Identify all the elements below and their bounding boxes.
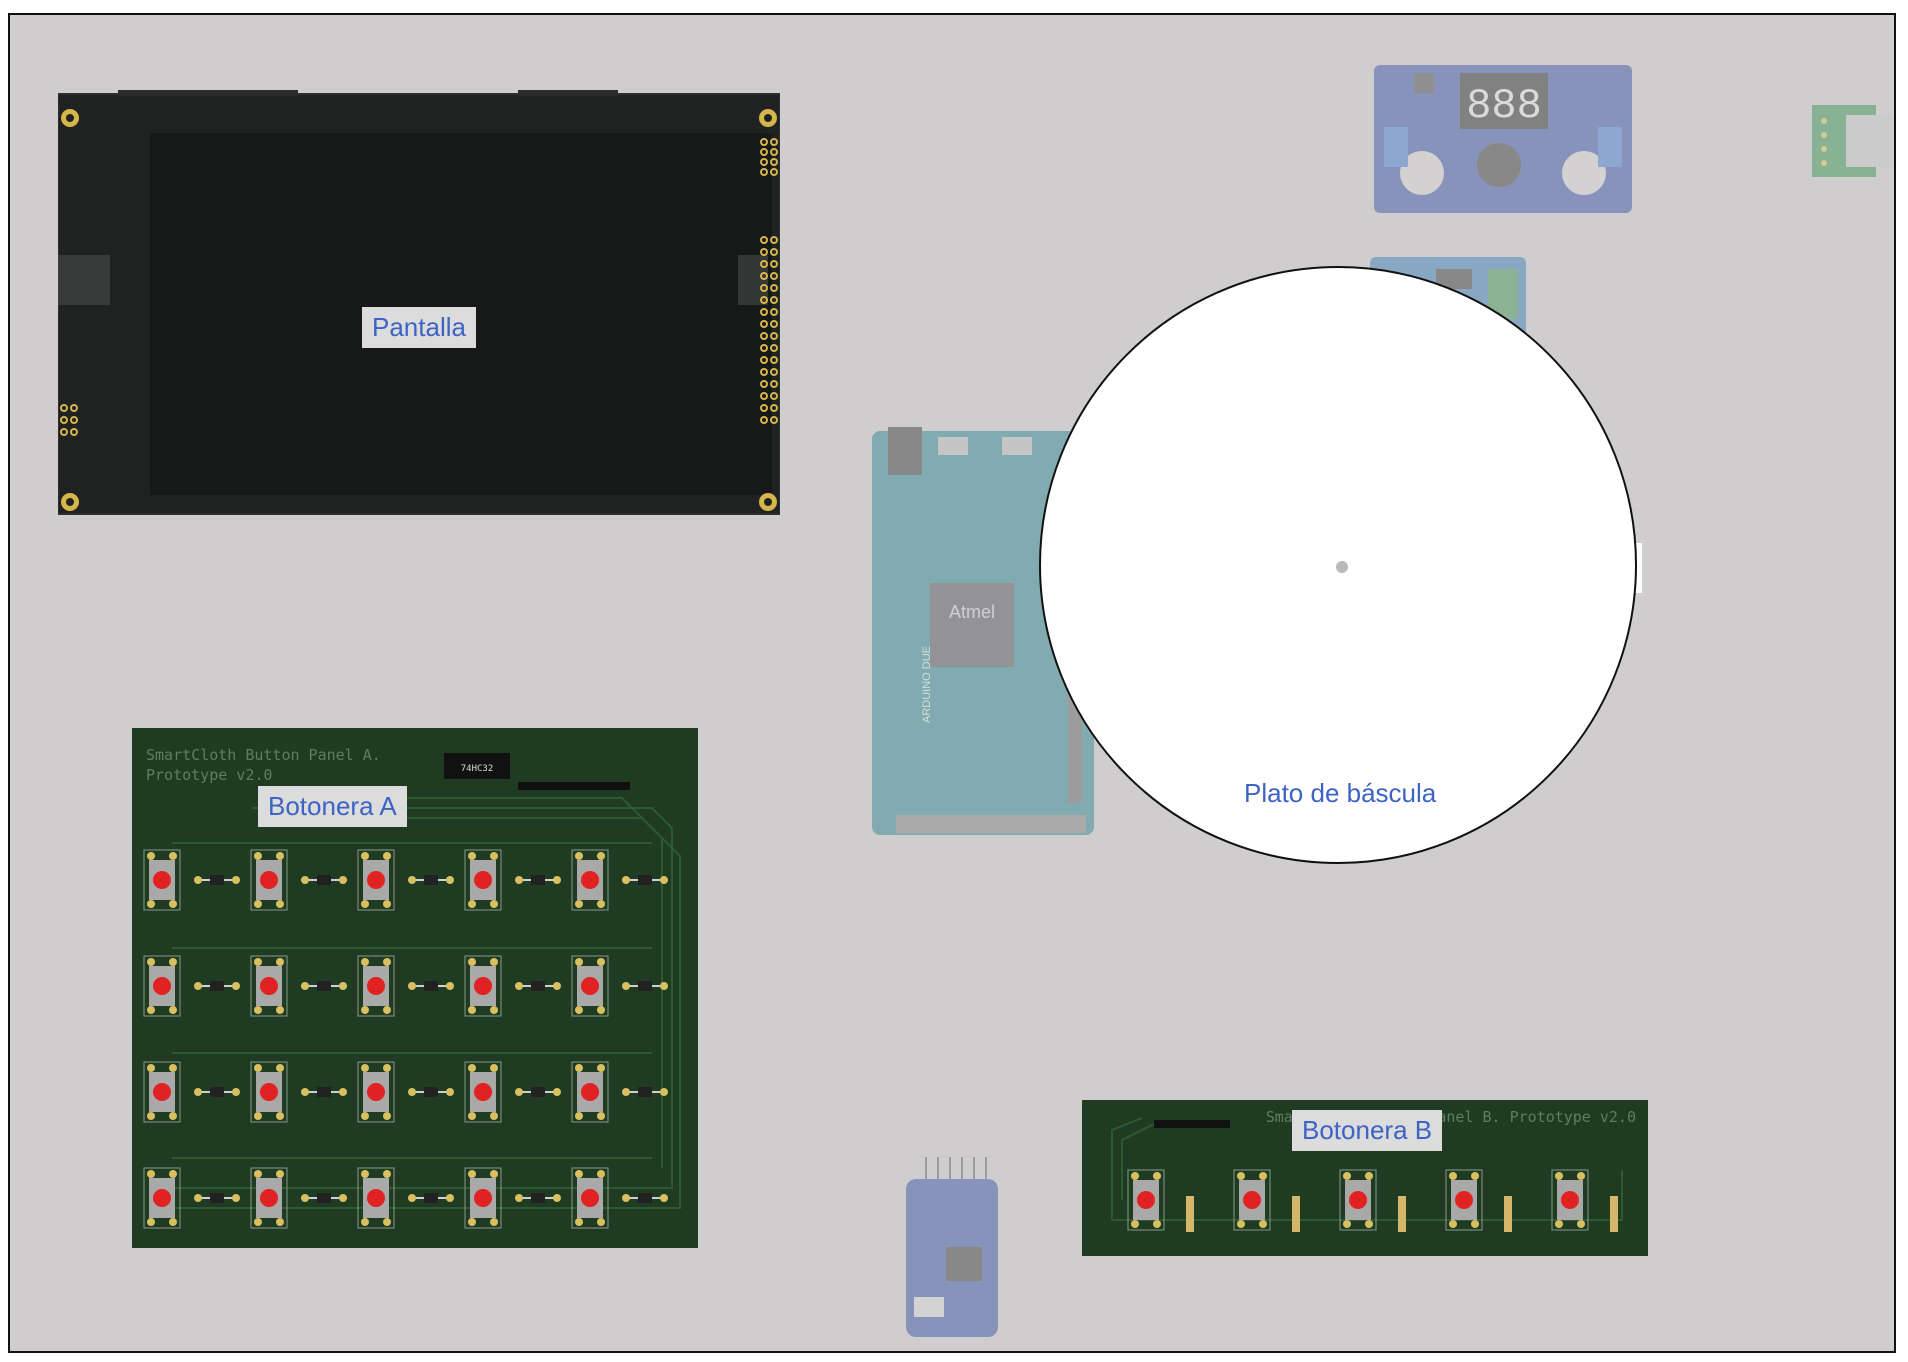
push-button[interactable] [357,849,395,911]
diode [301,875,347,885]
label-plato: Plato de báscula [1234,773,1447,814]
resistor [1610,1196,1618,1232]
push-button[interactable] [1127,1169,1165,1231]
diode [515,1193,561,1203]
push-button[interactable] [357,1167,395,1229]
label-botonera-b: Botonera B [1292,1110,1443,1151]
diode [515,1087,561,1097]
push-button[interactable] [464,1167,502,1229]
diode [194,1087,240,1097]
stepdown-digits: 888 [1466,82,1542,130]
push-button[interactable] [571,955,609,1017]
button-panel-b[interactable]: SmartCloth Button Panel B. Prototype v2.… [1082,1100,1648,1256]
push-button[interactable] [143,955,181,1017]
panel-a-silk-line1: SmartCloth Button Panel A. [146,746,381,764]
diode [622,981,668,991]
diode [301,981,347,991]
diode [408,981,454,991]
usb-module-graphic [1812,105,1892,177]
label-pantalla: Pantalla [362,307,476,348]
push-button[interactable] [357,955,395,1017]
panel-a-silk-line2: Prototype v2.0 [146,766,272,784]
diode [408,1087,454,1097]
diagram-canvas: Pantalla 888 [8,13,1896,1353]
push-button[interactable] [143,1061,181,1123]
usb-module[interactable] [1812,105,1892,177]
label-botonera-a: Botonera A [258,786,407,827]
diode [408,1193,454,1203]
rtc-graphic [906,1157,998,1337]
connector-a [518,782,630,790]
display-graphic [58,90,780,515]
scale-plate-center [1336,561,1348,573]
push-button[interactable] [143,849,181,911]
push-button[interactable] [464,955,502,1017]
push-button[interactable] [464,1061,502,1123]
push-button[interactable] [571,1061,609,1123]
panel-a-pcb: SmartCloth Button Panel A. Prototype v2.… [132,728,698,1248]
resistor [1186,1196,1194,1232]
diode [408,875,454,885]
push-button[interactable] [464,849,502,911]
panel-b-traces [1111,1117,1623,1221]
resistor [1398,1196,1406,1232]
diode [515,875,561,885]
diode [194,875,240,885]
resistor [1504,1196,1512,1232]
push-button[interactable] [250,849,288,911]
push-button[interactable] [571,1167,609,1229]
arduino-chip-brand: Atmel [949,602,995,622]
push-button[interactable] [1339,1169,1377,1231]
resistor [1292,1196,1300,1232]
display-module[interactable]: Pantalla [58,90,780,515]
scale-plate[interactable]: Plato de báscula [1038,265,1644,869]
panel-a-traces [162,797,681,1209]
diode [622,875,668,885]
diode [515,981,561,991]
connector-b [1154,1120,1230,1128]
button-panel-a[interactable]: SmartCloth Button Panel A. Prototype v2.… [132,728,698,1248]
stepdown-graphic: 888 [1374,65,1632,213]
arduino-model: ARDUINO DUE [921,646,933,723]
push-button[interactable] [250,955,288,1017]
push-button[interactable] [250,1061,288,1123]
push-button[interactable] [250,1167,288,1229]
diode [301,1087,347,1097]
ic-74hc32 [444,753,510,779]
push-button[interactable] [357,1061,395,1123]
rtc-module[interactable] [906,1157,998,1337]
push-button[interactable] [1551,1169,1589,1231]
diode [622,1087,668,1097]
diode [194,981,240,991]
scale-plate-graphic [1039,266,1642,864]
diode [194,1193,240,1203]
ic-74hc32-label: 74HC32 [461,764,494,774]
diode [622,1193,668,1203]
push-button[interactable] [571,849,609,911]
stepdown-module[interactable]: 888 [1374,65,1632,213]
push-button[interactable] [1233,1169,1271,1231]
push-button[interactable] [143,1167,181,1229]
push-button[interactable] [1445,1169,1483,1231]
diode [301,1193,347,1203]
